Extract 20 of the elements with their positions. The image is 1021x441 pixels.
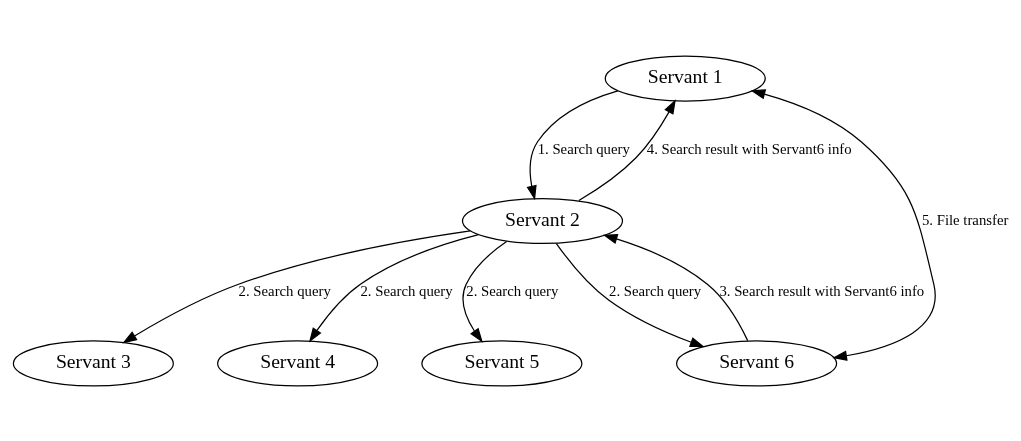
edge-label: 2. Search query	[609, 282, 702, 299]
arrow	[750, 88, 936, 361]
arrow	[526, 89, 619, 200]
edge-label: 4. Search result with Servant6 info	[646, 140, 852, 157]
edge-label: 1. Search query	[537, 140, 630, 157]
node-ellipse: Servant 3	[12, 339, 174, 387]
edge-label: 2. Search query	[360, 282, 453, 299]
edge-label: 2. Search query	[466, 282, 559, 299]
edge-label: 5. File transfer	[921, 211, 1009, 228]
edge-label: 2. Search query	[238, 282, 331, 299]
node-ellipse: Servant 5	[421, 339, 583, 387]
node-ellipse: Servant 6	[676, 339, 838, 387]
arrow	[462, 240, 508, 343]
arrow	[578, 98, 676, 201]
arrow	[602, 233, 749, 341]
arrow	[555, 242, 705, 347]
edge-label: 3. Search result with Servant6 info	[719, 282, 925, 299]
arrow	[308, 233, 480, 342]
arrow	[122, 229, 471, 343]
node-ellipse: Servant 4	[217, 339, 379, 387]
